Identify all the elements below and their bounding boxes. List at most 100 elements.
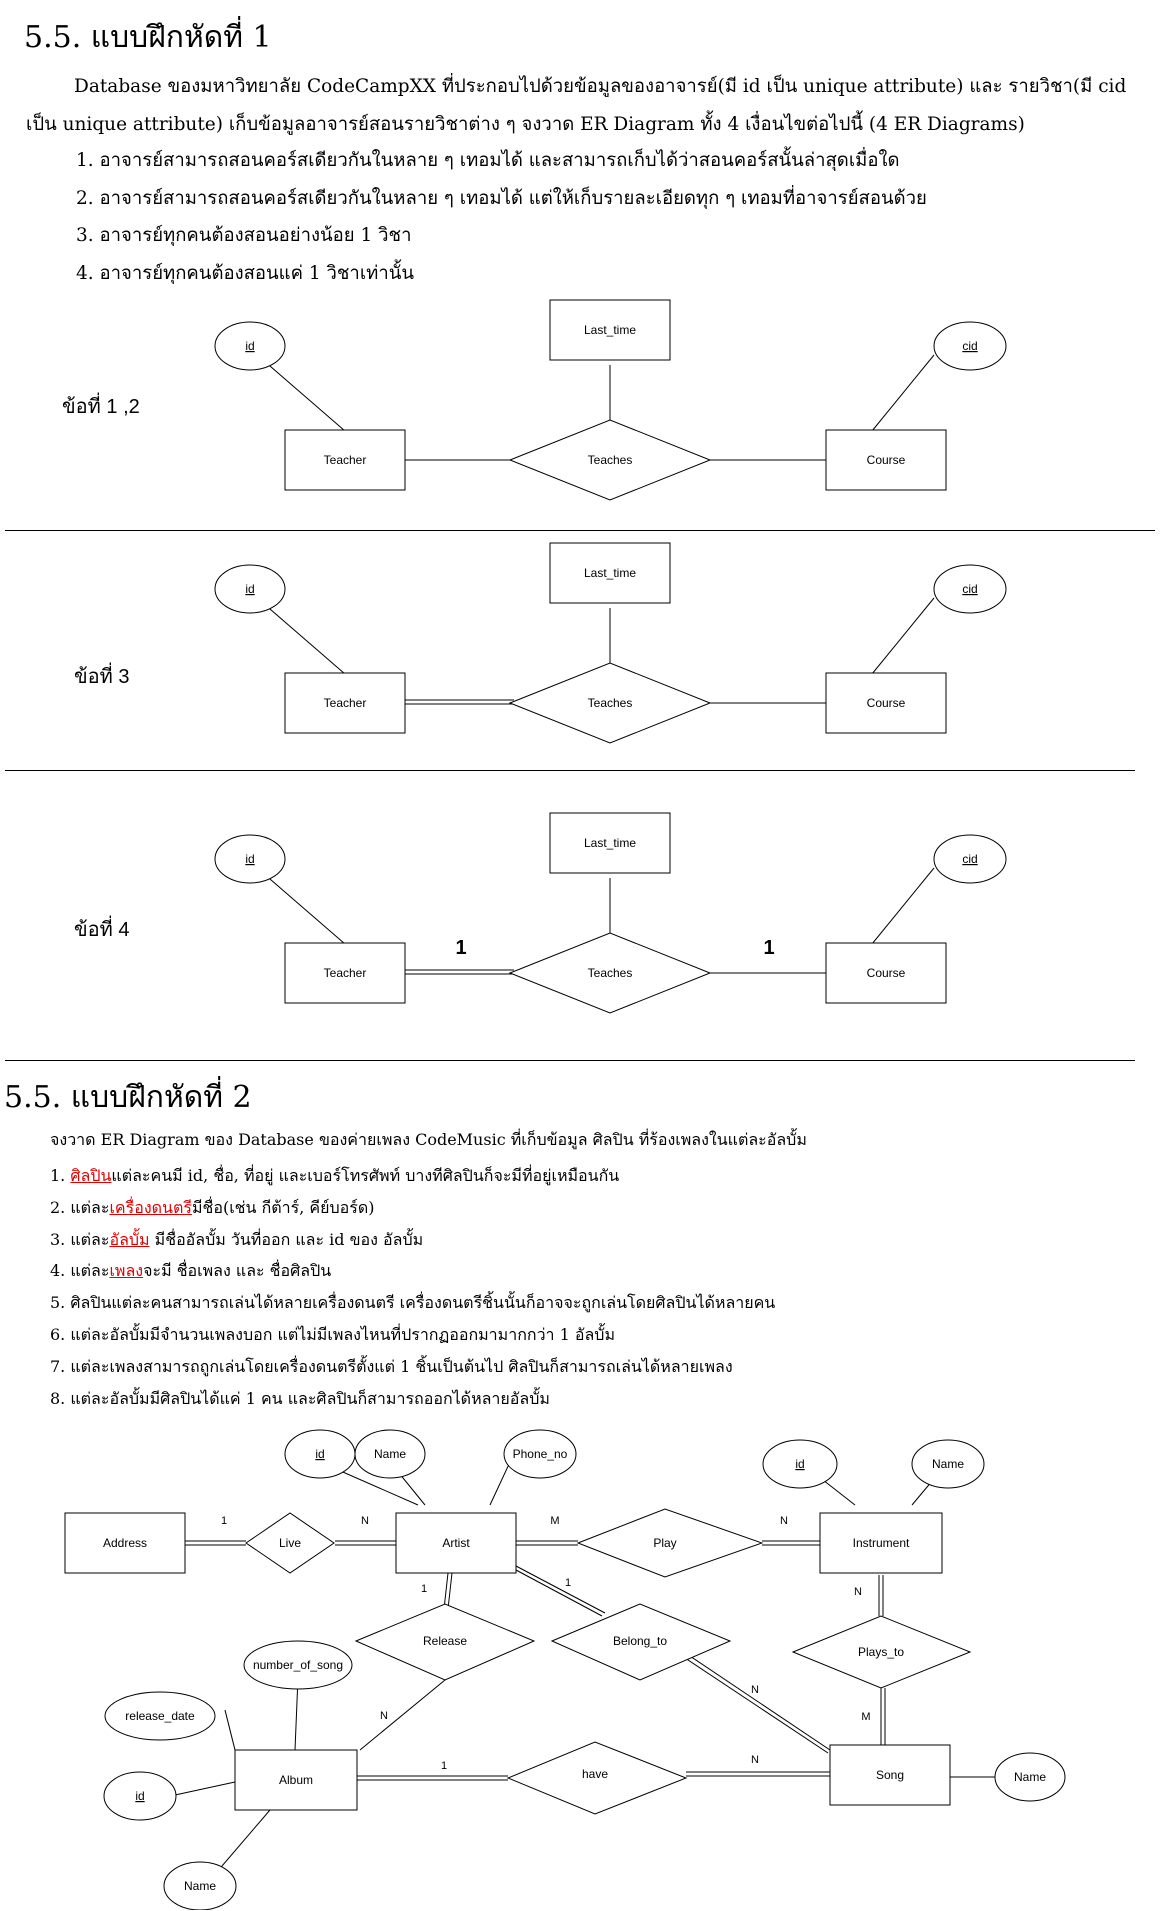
section2-list: 1. ศิลปินแต่ละคนมี id, ชื่อ, ที่อยู่ และ…	[50, 1160, 775, 1414]
attribute-id	[214, 321, 286, 371]
attribute-album-name	[163, 1861, 237, 1910]
list-item: 4. อาจารย์ทุกคนต้องสอนแค่ 1 วิชาเท่านั้น	[76, 262, 415, 284]
svg-text:Play: Play	[653, 1536, 676, 1550]
entity-instrument	[819, 1512, 943, 1574]
list-item: 2. แต่ละเครื่องดนตรีมีชื่อ(เช่น กีต้าร์,…	[50, 1197, 375, 1217]
list-item: 6. แต่ละอัลบั้มมีจำนวนเพลงบอก แต่ไม่มีเพ…	[50, 1324, 616, 1344]
svg-text:Name: Name	[184, 1879, 216, 1893]
svg-text:id: id	[135, 1789, 144, 1803]
section1-list: 1. อาจารย์สามารถสอนคอร์สเดียวกันในหลาย ๆ…	[76, 142, 927, 292]
cardinality-label: 1	[221, 1515, 227, 1527]
svg-text:Teaches: Teaches	[588, 966, 633, 980]
attribute-album-id	[103, 1771, 177, 1821]
svg-text:Teacher: Teacher	[324, 966, 367, 980]
svg-text:Name: Name	[932, 1457, 964, 1471]
svg-text:have: have	[582, 1767, 608, 1781]
svg-text:id: id	[315, 1447, 324, 1461]
list-item: 8. แต่ละอัลบั้มมีศิลปินได้แค่ 1 คน และศิ…	[50, 1388, 550, 1408]
attribute-cid	[933, 321, 1007, 371]
relationship-have	[506, 1741, 688, 1815]
relationship-play	[576, 1508, 764, 1578]
svg-text:id: id	[245, 852, 254, 866]
list-item: 7. แต่ละเพลงสามารถถูกเล่นโดยเครื่องดนตรี…	[50, 1356, 733, 1376]
svg-text:Song: Song	[876, 1768, 904, 1782]
entity-teacher	[284, 429, 406, 491]
svg-text:id: id	[795, 1457, 804, 1471]
svg-text:id: id	[245, 582, 254, 596]
svg-text:Teacher: Teacher	[324, 453, 367, 467]
svg-text:number_of_song: number_of_song	[253, 1658, 343, 1672]
svg-text:Teacher: Teacher	[324, 696, 367, 710]
cardinality-course: 1	[763, 937, 774, 959]
cardinality-label: N	[361, 1515, 369, 1527]
svg-text:Last_time: Last_time	[584, 836, 636, 850]
cardinality-teacher: 1	[455, 937, 466, 959]
cardinality-label: N	[780, 1515, 788, 1527]
svg-text:Last_time: Last_time	[584, 566, 636, 580]
svg-text:Live: Live	[279, 1536, 301, 1550]
entity-teacher	[284, 672, 406, 734]
list-item: 3. แต่ละอัลบั้ม มีชื่ออัลบั้ม วันที่ออก …	[50, 1229, 424, 1249]
list-item: 2. อาจารย์สามารถสอนคอร์สเดียวกันในหลาย ๆ…	[76, 187, 927, 209]
er-diagram-4: id Last_time cid Teacher Teaches Course …	[214, 812, 1007, 1014]
svg-text:Teaches: Teaches	[588, 453, 633, 467]
attribute-song-name	[994, 1752, 1066, 1802]
relationship-teaches	[508, 662, 712, 744]
list-item: 1. อาจารย์สามารถสอนคอร์สเดียวกันในหลาย ๆ…	[76, 150, 900, 171]
question-label-1-2: ข้อที่ 1 ,2	[62, 396, 140, 418]
svg-text:cid: cid	[962, 852, 977, 866]
entity-album	[234, 1749, 358, 1811]
relationship-release	[354, 1603, 536, 1681]
attribute-instrument-id	[762, 1439, 838, 1489]
list-item: 4. แต่ละเพลงจะมี ชื่อเพลง และ ชื่อศิลปิน	[50, 1261, 332, 1281]
svg-text:Course: Course	[867, 453, 906, 467]
relationship-teaches	[508, 932, 712, 1014]
svg-text:Last_time: Last_time	[584, 323, 636, 337]
section1-paragraph: Database ของมหาวิทยาลัย CodeCampXX ที่ปร…	[26, 76, 1127, 135]
divider	[5, 770, 1135, 771]
relationship-plays-to	[791, 1615, 972, 1689]
cardinality-label: 1	[421, 1583, 427, 1595]
svg-text:Phone_no: Phone_no	[513, 1447, 568, 1461]
list-item: 1. ศิลปินแต่ละคนมี id, ชื่อ, ที่อยู่ และ…	[50, 1166, 620, 1185]
section2-intro: จงวาด ER Diagram ของ Database ของค่ายเพล…	[50, 1130, 807, 1149]
attribute-release-date	[104, 1691, 216, 1741]
question-label-4: ข้อที่ 4	[74, 919, 130, 941]
cardinality-label: N	[854, 1586, 862, 1598]
attribute-artist-name	[354, 1429, 426, 1479]
divider	[5, 530, 1155, 531]
svg-text:release_date: release_date	[125, 1709, 195, 1723]
attribute-instrument-name	[911, 1439, 985, 1489]
relationship-live	[245, 1512, 335, 1574]
cardinality-label: M	[861, 1711, 870, 1723]
cardinality-label: N	[751, 1754, 759, 1766]
relationship-belong-to	[550, 1603, 732, 1681]
svg-text:Address: Address	[103, 1536, 147, 1550]
cardinality-label: M	[550, 1515, 559, 1527]
entity-course	[825, 672, 947, 734]
question-label-3: ข้อที่ 3	[74, 666, 130, 688]
divider	[5, 1060, 1135, 1061]
list-item: 3. อาจารย์ทุกคนต้องสอนอย่างน้อย 1 วิชา	[76, 225, 412, 246]
section2-title: 5.5. แบบฝึกหัดที่ 2	[4, 1080, 252, 1115]
svg-text:Instrument: Instrument	[853, 1536, 910, 1550]
entity-teacher	[284, 942, 406, 1004]
entity-course	[825, 942, 947, 1004]
cardinality-label: N	[380, 1710, 388, 1722]
attribute-last-time	[549, 299, 671, 361]
svg-text:cid: cid	[962, 339, 977, 353]
cardinality-label: 1	[565, 1577, 571, 1589]
svg-text:Name: Name	[1014, 1770, 1046, 1784]
svg-text:Name: Name	[374, 1447, 406, 1461]
svg-text:Artist: Artist	[442, 1536, 470, 1550]
er-diagram-3: id Last_time cid Teacher Teaches Course	[214, 542, 1007, 744]
svg-text:Course: Course	[867, 696, 906, 710]
svg-text:cid: cid	[962, 582, 977, 596]
svg-text:Album: Album	[279, 1773, 313, 1787]
svg-text:Course: Course	[867, 966, 906, 980]
svg-text:id: id	[245, 339, 254, 353]
er-diagram-music: Address Artist Instrument Album Song Liv…	[64, 1429, 1066, 1910]
svg-text:Plays_to: Plays_to	[858, 1645, 904, 1659]
er-diagram-1-2: id Last_time cid Teacher Teaches Course	[214, 299, 1007, 501]
entity-song	[829, 1744, 951, 1806]
